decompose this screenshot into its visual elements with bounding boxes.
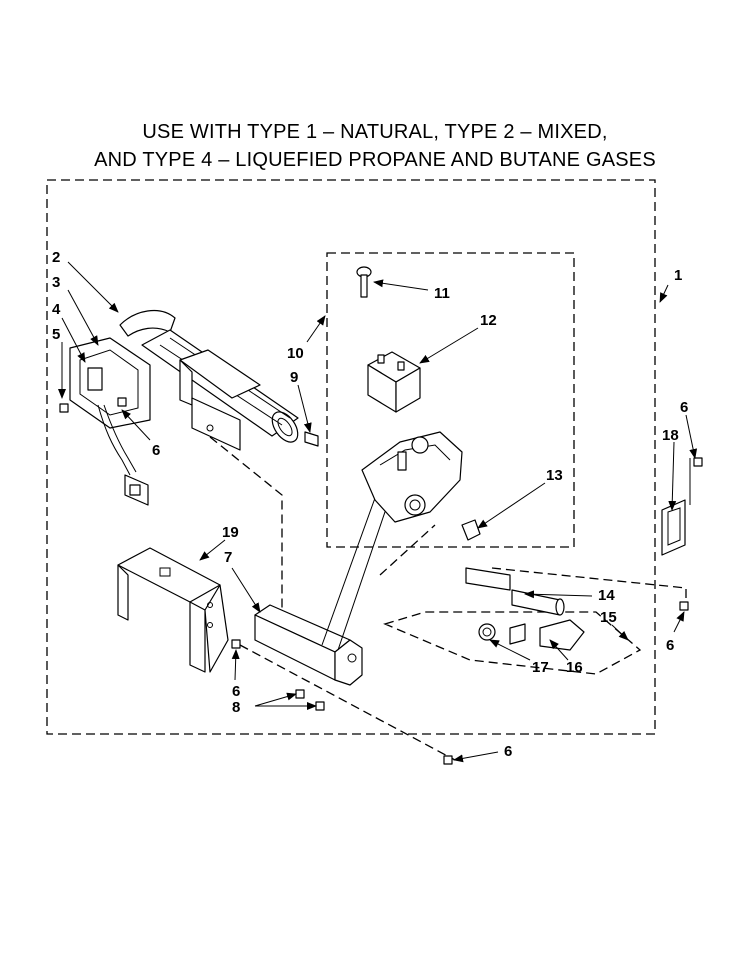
callout-1: 1 bbox=[674, 267, 682, 284]
igniter-wire bbox=[97, 404, 149, 506]
burner-orifice bbox=[304, 431, 319, 447]
hose-boundary bbox=[491, 567, 687, 600]
callout-8: 8 bbox=[232, 699, 240, 716]
callout-6-d: 6 bbox=[232, 683, 240, 700]
burner-support-bracket bbox=[117, 547, 229, 673]
callout-9: 9 bbox=[290, 369, 298, 386]
kit-fittings bbox=[478, 619, 585, 651]
callout-12: 12 bbox=[480, 312, 497, 329]
guide-line-bracket bbox=[209, 436, 283, 610]
valve-coil bbox=[367, 351, 421, 413]
guide-line-valve bbox=[379, 524, 436, 576]
igniter-bracket bbox=[69, 337, 151, 429]
diagram-title: USE WITH TYPE 1 – NATURAL, TYPE 2 – MIXE… bbox=[0, 118, 750, 174]
callout-6-c: 6 bbox=[666, 637, 674, 654]
burner-mount-bracket bbox=[179, 349, 261, 451]
valve-fitting bbox=[461, 519, 481, 541]
sensor-bracket bbox=[254, 604, 363, 686]
callout-6-e: 6 bbox=[504, 743, 512, 760]
leader-lines bbox=[58, 261, 698, 763]
valve-assembly-boundary bbox=[326, 252, 575, 548]
callout-11: 11 bbox=[434, 285, 450, 302]
callout-10: 10 bbox=[287, 345, 304, 362]
conversion-kit-boundary bbox=[383, 611, 642, 675]
guide-line-screw bbox=[239, 644, 456, 761]
callout-4: 4 bbox=[52, 301, 61, 318]
gas-hose bbox=[465, 567, 565, 616]
callout-6-a: 6 bbox=[152, 442, 160, 459]
callout-18: 18 bbox=[662, 427, 679, 444]
valve-screw bbox=[356, 266, 372, 298]
callout-15: 15 bbox=[600, 609, 617, 626]
callout-7: 7 bbox=[224, 549, 232, 566]
screws bbox=[59, 397, 703, 765]
title-line-1: USE WITH TYPE 1 – NATURAL, TYPE 2 – MIXE… bbox=[142, 121, 608, 143]
callout-19: 19 bbox=[222, 524, 239, 541]
callout-16: 16 bbox=[566, 659, 583, 676]
assembly-boundary bbox=[46, 179, 656, 735]
callout-6-b: 6 bbox=[680, 399, 688, 416]
callout-2: 2 bbox=[52, 249, 60, 266]
manifold-tube bbox=[321, 497, 389, 651]
gas-valve bbox=[361, 431, 463, 523]
callout-3: 3 bbox=[52, 274, 60, 291]
title-line-2: AND TYPE 4 – LIQUEFIED PROPANE AND BUTAN… bbox=[94, 149, 656, 171]
callout-13: 13 bbox=[546, 467, 563, 484]
callout-17: 17 bbox=[532, 659, 549, 676]
callout-5: 5 bbox=[52, 326, 60, 343]
hose-bracket bbox=[661, 458, 691, 556]
callout-14: 14 bbox=[598, 587, 615, 604]
